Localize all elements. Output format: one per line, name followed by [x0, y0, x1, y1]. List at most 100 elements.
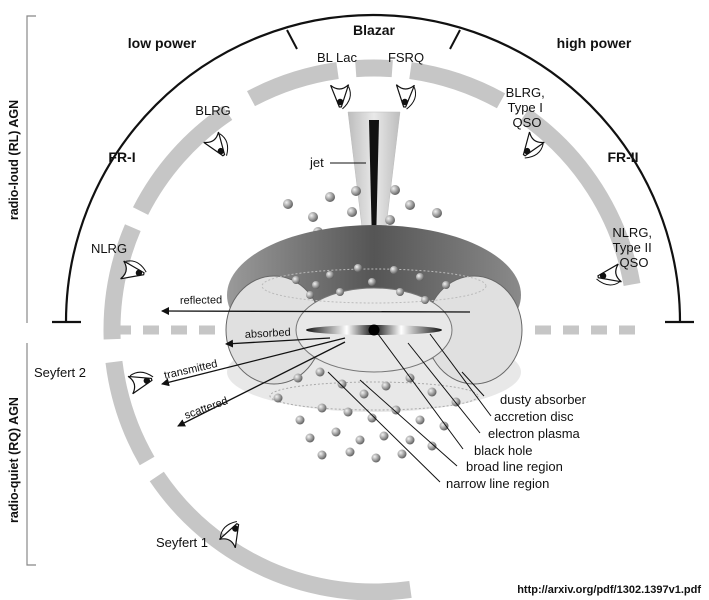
electron-plasma-label: electron plasma — [488, 426, 581, 441]
transmitted-arrow — [161, 337, 346, 387]
jet-label: jet — [309, 155, 324, 170]
dusty-absorber-label: dusty absorber — [500, 392, 587, 407]
black-hole — [368, 324, 380, 336]
broad-line-region-label: broad line region — [466, 459, 563, 474]
seyfert2-label: Seyfert 2 — [34, 365, 86, 380]
arc-tick-right — [449, 29, 461, 50]
cloud — [390, 266, 398, 274]
ring-segment — [105, 360, 155, 466]
dusty-absorber — [225, 225, 523, 412]
seyfert1-label: Seyfert 1 — [156, 535, 208, 550]
eye-icon — [522, 131, 545, 159]
cloud — [368, 278, 376, 286]
side-bracket — [26, 15, 36, 566]
cloud — [391, 405, 401, 415]
cloud — [396, 288, 404, 296]
nlrg-left-label: NLRG — [91, 241, 127, 256]
transmitted-label: transmitted — [163, 358, 219, 382]
source-url: http://arxiv.org/pdf/1302.1397v1.pdf — [517, 584, 701, 596]
eye-icon — [395, 84, 417, 110]
cloud — [315, 367, 325, 377]
cloud — [427, 441, 437, 451]
blrg-left-label: BLRG — [195, 103, 230, 118]
narrow-line-region-clouds-lower — [273, 367, 461, 463]
blrg-right-line1: BLRG, — [506, 85, 545, 100]
lower-region-outline — [269, 381, 479, 411]
component-leaders — [327, 333, 492, 483]
eye-icon — [127, 371, 154, 395]
low-power-label: low power — [128, 35, 197, 51]
ring-segment — [247, 62, 339, 107]
nlrg-right-line1: NLRG, — [612, 225, 652, 240]
arc-tick-left — [286, 29, 298, 50]
cloud — [371, 453, 381, 463]
fsrq-label: FSRQ — [388, 50, 424, 65]
ring-segment — [103, 224, 141, 340]
nlrg-right-line3: QSO — [620, 255, 649, 270]
ring-segment — [132, 105, 233, 215]
cloud — [331, 427, 341, 437]
reflected-arrow — [161, 307, 471, 316]
cloud — [405, 435, 415, 445]
cloud — [325, 192, 335, 202]
cloud — [343, 407, 353, 417]
absorbed-label: absorbed — [245, 327, 291, 341]
nlrg-right-label: NLRG, Type II QSO — [612, 225, 655, 270]
cloud — [367, 413, 377, 423]
cloud — [390, 185, 400, 195]
ring-segment — [519, 108, 641, 286]
cloud — [354, 264, 362, 272]
scattered-arrow — [177, 341, 346, 427]
cloud — [397, 449, 407, 459]
ring-segment — [149, 471, 412, 600]
radio-loud-arc — [64, 13, 682, 323]
radio-loud-label: radio-loud (RL) AGN — [7, 100, 21, 220]
blrg-right-line3: QSO — [513, 115, 542, 130]
high-power-label: high power — [557, 35, 632, 51]
cloud — [442, 281, 450, 289]
cloud — [317, 403, 327, 413]
cloud — [292, 276, 300, 284]
cloud — [347, 207, 357, 217]
radio-quiet-label: radio-quiet (RQ) AGN — [7, 397, 21, 523]
blrg-right-line2: Type I — [507, 100, 542, 115]
cloud — [359, 389, 369, 399]
cloud — [427, 387, 437, 397]
eye-icon — [120, 260, 147, 280]
cloud — [295, 415, 305, 425]
eye-icon — [219, 520, 240, 549]
cloud — [337, 379, 347, 389]
cloud — [345, 447, 355, 457]
cloud — [381, 381, 391, 391]
cloud — [317, 450, 327, 460]
cloud — [355, 435, 365, 445]
cloud — [379, 431, 389, 441]
absorbed-arrow — [225, 337, 331, 348]
accretion-disc-label: accretion disc — [494, 409, 574, 424]
nlrg-right-line2: Type II — [613, 240, 652, 255]
cloud — [306, 291, 314, 299]
observer-ring — [103, 59, 641, 600]
ring-segment — [355, 59, 393, 78]
broad-line-region-clouds — [292, 264, 450, 304]
cloud — [305, 433, 315, 443]
cloud — [416, 273, 424, 281]
narrow-line-region-label: narrow line region — [446, 476, 549, 491]
cloud — [415, 415, 425, 425]
scattered-label: scattered — [183, 395, 230, 422]
cloud — [432, 208, 442, 218]
observers — [120, 84, 622, 549]
cloud — [273, 393, 283, 403]
reflected-label: reflected — [180, 294, 222, 307]
cloud — [385, 215, 395, 225]
jet — [369, 120, 379, 326]
cloud — [421, 296, 429, 304]
cloud — [439, 421, 449, 431]
cloud — [283, 199, 293, 209]
cloud — [336, 288, 344, 296]
blazar-label: Blazar — [353, 22, 396, 38]
cloud — [293, 373, 303, 383]
bl-lac-label: BL Lac — [317, 50, 357, 65]
blrg-right-label: BLRG, Type I QSO — [506, 85, 549, 130]
